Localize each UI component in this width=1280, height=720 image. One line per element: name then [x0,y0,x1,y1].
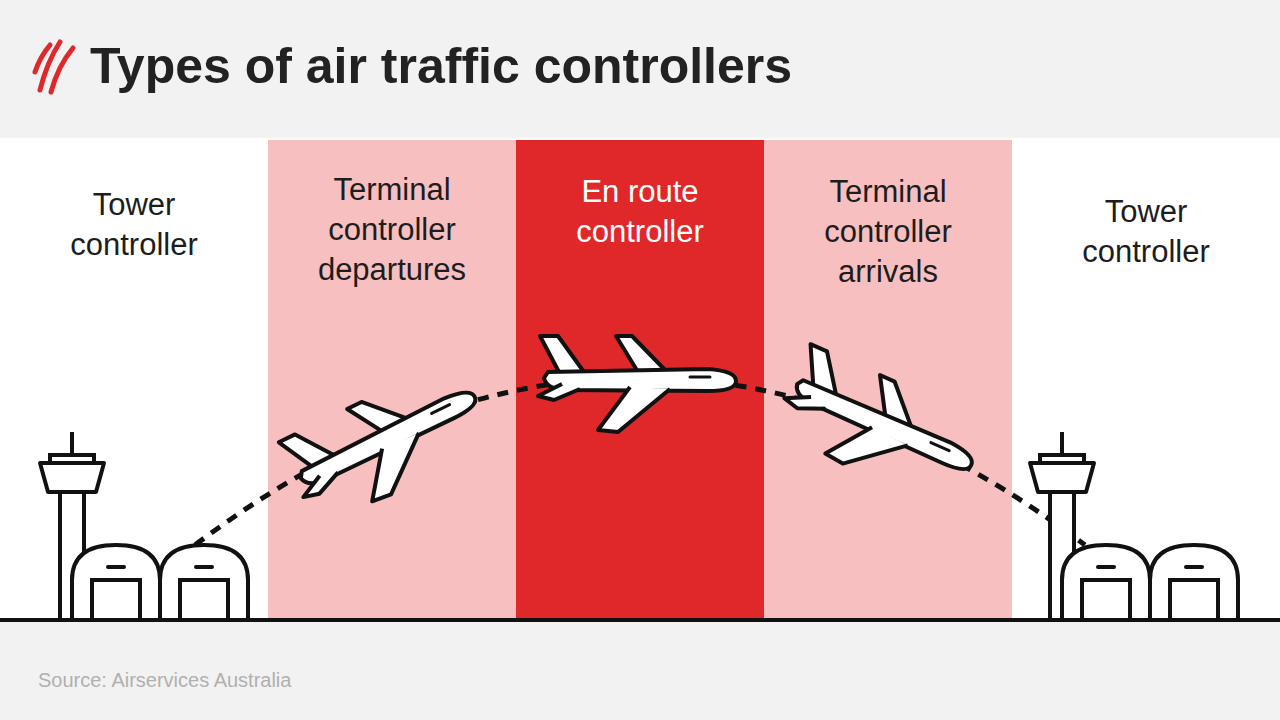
band-label: Tower controller [34,185,234,265]
plane [770,343,990,511]
plane [538,336,736,432]
control-tower [1030,432,1094,620]
controller-band: Tower controller [1012,140,1280,620]
controller-band: En route controller [516,140,764,620]
controller-band: Tower controller [0,140,268,620]
source-note: Source: Airservices Australia [38,666,291,694]
hangar [1062,545,1150,620]
chart-title: Types of air traffic controllers [90,36,792,96]
band-label: Terminal controller departures [292,170,492,290]
plane [277,356,497,529]
logo-stroke [40,42,60,90]
flight-path [195,378,1085,546]
controller-band: Terminal controller arrivals [764,140,1012,620]
band-label: Terminal controller arrivals [788,172,988,292]
band-label: En route controller [540,172,740,252]
logo-stroke [35,45,50,72]
hangar [1150,545,1238,620]
logo-stroke [51,48,73,92]
ground-line [0,618,1280,622]
hangar [160,545,248,620]
band-label: Tower controller [1046,192,1246,272]
hangar [72,545,160,620]
header-band [0,0,1280,138]
logo [35,42,73,92]
controller-band: Terminal controller departures [268,140,516,620]
footer-band [0,622,1280,720]
control-tower [40,432,104,620]
